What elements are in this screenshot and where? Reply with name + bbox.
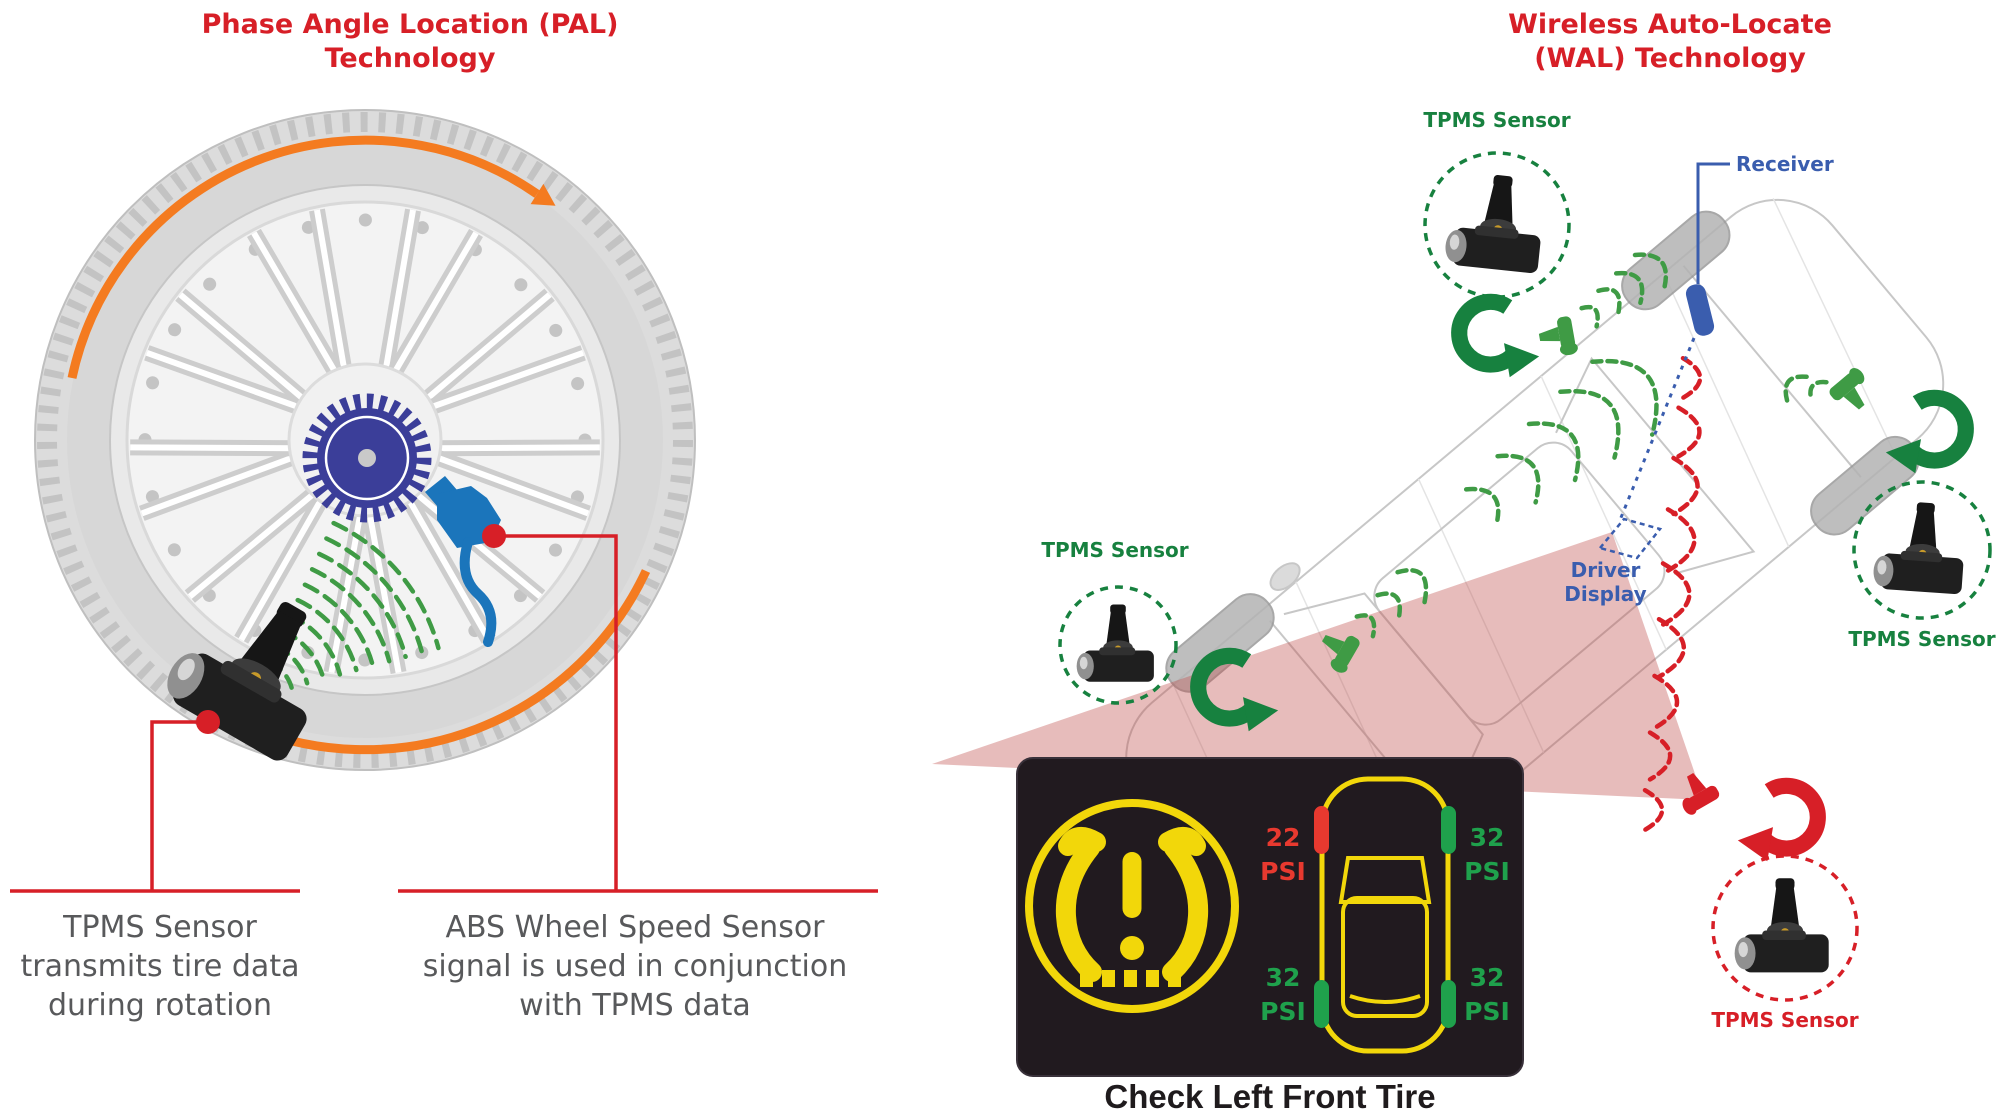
receiver-display-link — [1618, 337, 1696, 521]
psi-front-left-value: 22 — [1266, 823, 1301, 852]
signal-waves-green-icon — [1354, 252, 1829, 639]
tpms-sensor-icon — [1872, 499, 1968, 595]
receiver-leader-line — [1696, 162, 1730, 284]
driver-display-outline — [1597, 517, 1663, 560]
tpms-warning-icon — [1025, 799, 1239, 1013]
sensor-callout-bottom — [1711, 854, 1859, 1002]
sensor-callout-right — [1852, 480, 1992, 620]
valve-glyph-icon — [1536, 315, 1579, 360]
sensor-callout-top — [1423, 151, 1571, 299]
callout-dot-tpms — [196, 710, 220, 734]
car-mirror-icon — [1269, 562, 1301, 591]
psi-rear-right-unit: PSI — [1464, 997, 1510, 1026]
psi-rear-right-value: 32 — [1470, 963, 1505, 992]
wal-diagram: 22 PSI 32 PSI 32 PSI 32 PSI — [932, 151, 1992, 1077]
tire-pressure-car-icon — [1319, 776, 1451, 1054]
label-driver-display: Driver Display — [1564, 558, 1647, 606]
sensor-callout-left — [1058, 585, 1178, 705]
tire-indicator-front-right — [1441, 806, 1456, 854]
display-beam — [932, 532, 1704, 800]
receiver-icon — [1685, 284, 1715, 336]
tire-indicator-rear-right — [1441, 980, 1456, 1028]
tire-indicator-rear-left — [1314, 980, 1329, 1028]
label-tpms-sensor-left: TPMS Sensor — [1041, 538, 1189, 562]
tpms-sensor-icon — [1076, 604, 1154, 682]
callout-dot-abs — [482, 524, 506, 548]
pal-title: Phase Angle Location (PAL) Technology — [201, 9, 619, 74]
tire-indicator-front-left — [1314, 806, 1329, 854]
label-receiver: Receiver — [1736, 152, 1834, 176]
pal-diagram — [10, 109, 878, 893]
label-tpms-sensor-right: TPMS Sensor — [1848, 627, 1996, 651]
psi-front-left-unit: PSI — [1260, 857, 1306, 886]
psi-front-right-unit: PSI — [1464, 857, 1510, 886]
tpms-sensor-icon — [1734, 878, 1829, 973]
driver-display-panel: 22 PSI 32 PSI 32 PSI 32 PSI — [1016, 757, 1524, 1077]
signal-waves-red-icon — [1642, 355, 1703, 833]
label-tpms-sensor-bottom: TPMS Sensor — [1711, 1008, 1859, 1032]
caption-abs-sensor: ABS Wheel Speed Sensor signal is used in… — [422, 910, 848, 1023]
car-wheel-rear-left — [1621, 210, 1731, 311]
psi-rear-left-value: 32 — [1266, 963, 1301, 992]
valve-glyph-icon — [1826, 365, 1879, 418]
callout-lines — [10, 534, 878, 893]
display-caption: Check Left Front Tire — [1104, 1078, 1436, 1115]
psi-rear-left-unit: PSI — [1260, 997, 1306, 1026]
wal-title: Wireless Auto-Locate (WAL) Technology — [1508, 9, 1832, 74]
tpms-sensor-icon — [1443, 170, 1548, 274]
rotation-arrow-icon — [1738, 786, 1818, 861]
abs-tone-ring-gear-icon — [302, 393, 432, 523]
rotation-arrow-icon — [1459, 302, 1539, 377]
psi-front-right-value: 32 — [1470, 823, 1505, 852]
caption-tpms-sensor: TPMS Sensor transmits tire data during r… — [20, 910, 300, 1023]
label-tpms-sensor-top: TPMS Sensor — [1423, 108, 1571, 132]
arrowhead-icon — [530, 183, 556, 206]
